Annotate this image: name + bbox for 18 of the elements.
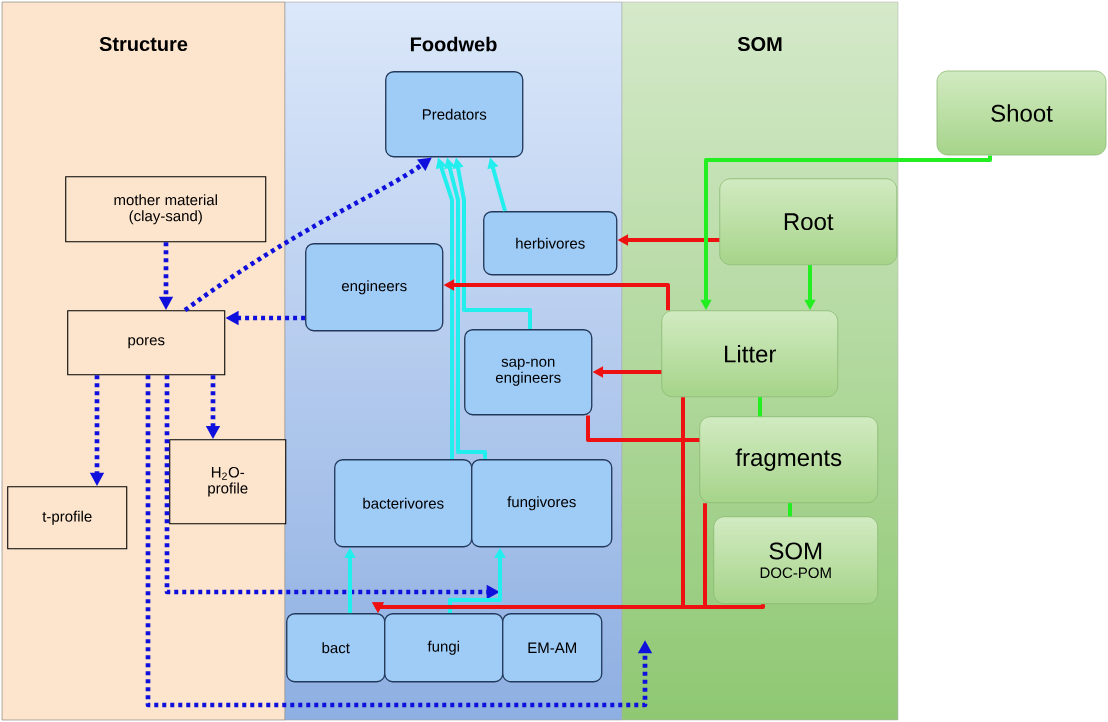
process-box: pores	[67, 310, 226, 376]
process-box: Predators	[385, 71, 524, 158]
process-box: H$_{2}$O- profile	[169, 439, 287, 525]
process-box: fungivores	[471, 459, 613, 548]
process-box: herbivores	[483, 211, 618, 276]
process-box: fragments	[699, 416, 879, 504]
process-box: engineers	[305, 243, 444, 332]
process-box: bact	[286, 613, 386, 683]
process-box: t-profile	[7, 486, 128, 550]
process-box: bacterivores	[334, 459, 473, 548]
process-box: Root	[719, 178, 898, 266]
process-box: SOM DOC-POM	[713, 516, 879, 605]
process-box: EM-AM	[502, 613, 603, 683]
process-box: sap-non engineers	[464, 329, 593, 416]
process-box: Litter	[661, 310, 839, 398]
process-box: mother material (clay-sand)	[65, 176, 267, 243]
process-box: Shoot	[936, 70, 1107, 156]
process-box: fungi	[384, 613, 504, 683]
